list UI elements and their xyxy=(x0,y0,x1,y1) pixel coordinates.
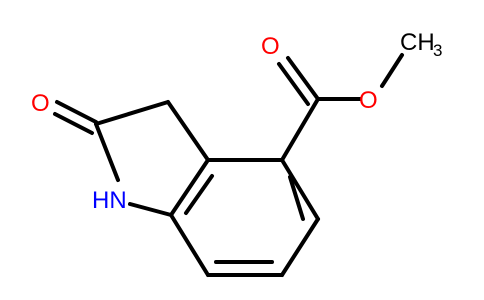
bond-c7a-c3a xyxy=(169,158,210,217)
bond-c4-ester-carbon xyxy=(280,97,320,162)
bond-lactam-co-a xyxy=(55,100,98,124)
methyl-subscript: 3 xyxy=(433,41,442,60)
bond-c5-c6 xyxy=(280,217,320,277)
lactam-oxygen-label: O xyxy=(31,90,50,117)
bond-c4-c5-inner xyxy=(288,175,305,221)
bond-c3-c3a xyxy=(166,100,210,162)
ester-ether-oxygen-label: O xyxy=(359,87,378,114)
bond-n1-c7a xyxy=(128,202,173,217)
bond-c4-c5 xyxy=(280,158,320,221)
bond-lactam-co-b xyxy=(53,112,94,135)
nitrogen-label: HN xyxy=(92,187,127,214)
bond-ester-co-a xyxy=(286,56,320,101)
bond-c2-c3 xyxy=(94,100,170,126)
bond-c2-n1 xyxy=(94,122,120,182)
bond-ester-co-b xyxy=(277,62,310,106)
bond-c7a-c3a-inner xyxy=(184,174,214,215)
bond-o-methyl xyxy=(380,53,404,88)
bond-c7-c7a xyxy=(169,213,210,277)
ester-carbonyl-oxygen-label: O xyxy=(261,33,280,60)
methyl-label: CH xyxy=(400,29,435,56)
